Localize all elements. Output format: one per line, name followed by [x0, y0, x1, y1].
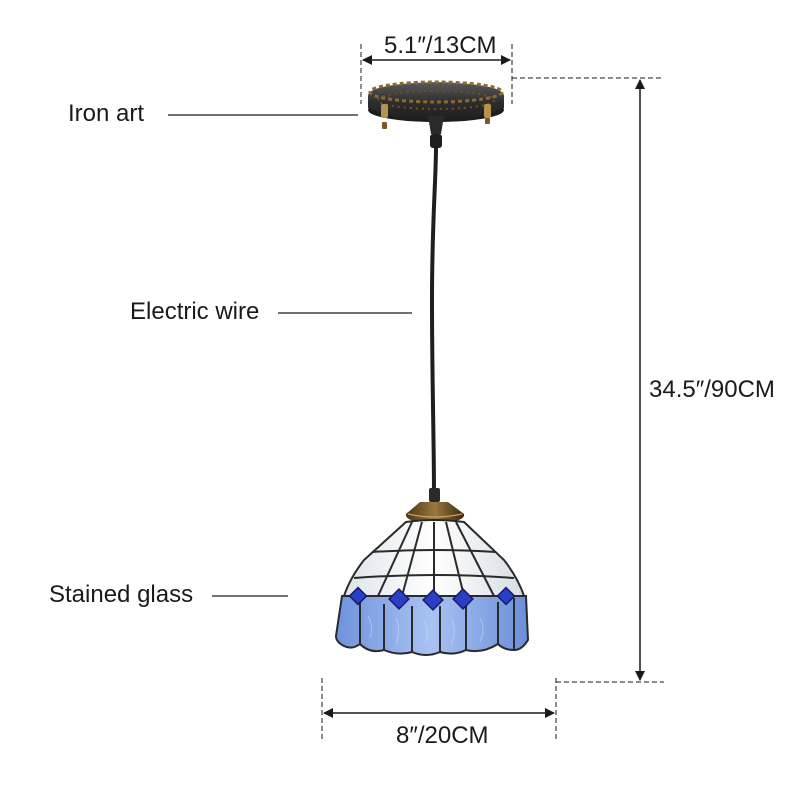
- canopy-screw-right-tip: [485, 118, 490, 124]
- stained-glass-label: Stained glass: [49, 581, 194, 608]
- top-width-arrow-left: [362, 55, 372, 65]
- canopy-screw-right: [484, 104, 491, 118]
- shade-jewels: [348, 586, 516, 611]
- shade-cap-bronze: [405, 502, 465, 524]
- jewel-5: [496, 586, 516, 606]
- electric-wire-label: Electric wire: [130, 298, 260, 325]
- stained-glass-shade: [334, 519, 530, 656]
- jewel-1: [348, 586, 368, 606]
- height-arrow-top: [635, 79, 645, 89]
- shade-width-arrow-left: [323, 708, 333, 718]
- height-arrow-bottom: [635, 671, 645, 681]
- canopy-rope-pattern: [368, 80, 504, 104]
- shade-blue-leads: [359, 598, 515, 652]
- top-width-arrow-right: [501, 55, 511, 65]
- height-label: 34.5″/90CM: [649, 376, 775, 403]
- shade-cap-socket: [429, 488, 440, 502]
- shade-width-label: 8″/20CM: [396, 722, 489, 749]
- shade-width-dimension: [321, 678, 557, 740]
- shade-lead-lines: [353, 521, 515, 597]
- canopy-screw-left: [381, 104, 388, 118]
- canopy-cord-grip: [430, 134, 442, 148]
- canopy-inner-pattern: [377, 90, 495, 110]
- shade-cap: [405, 488, 465, 524]
- shade-width-arrow-right: [545, 708, 555, 718]
- electric-wire: [429, 144, 438, 498]
- iron-art-label: Iron art: [68, 100, 145, 127]
- canopy-connector: [428, 116, 444, 134]
- canopy-iron-art: [368, 80, 504, 148]
- shade-cap-rim: [407, 513, 463, 518]
- canopy-screw-left-tip: [382, 122, 387, 129]
- top-width-dimension: [360, 44, 513, 104]
- top-width-label: 5.1″/13CM: [384, 32, 497, 59]
- shade-glass-texture: [367, 615, 484, 645]
- height-dimension: [512, 77, 664, 683]
- jewel-3: [422, 589, 444, 611]
- jewel-4: [452, 588, 474, 610]
- jewel-2: [388, 588, 410, 610]
